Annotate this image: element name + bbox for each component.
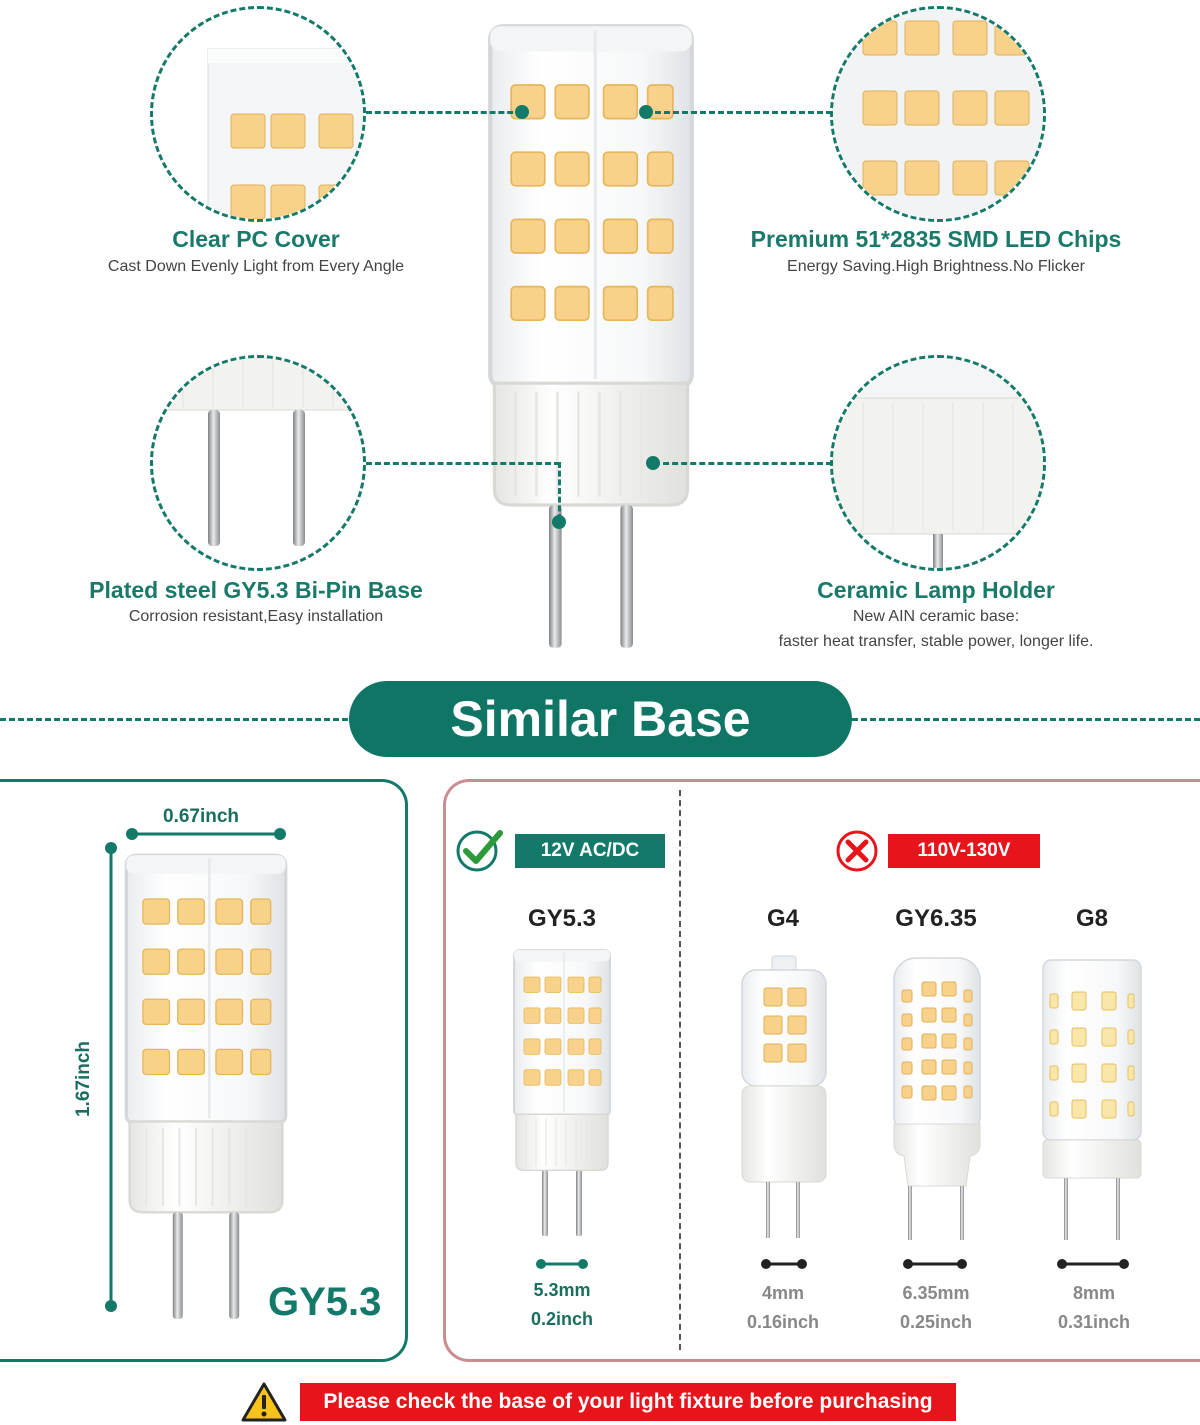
incompatible-size-mm: 8mm: [1072, 1283, 1116, 1303]
connector-line: [654, 462, 832, 465]
connector-line: [558, 462, 561, 520]
dimension-base-label: GY5.3: [268, 1280, 382, 1324]
connector-dot: [639, 105, 653, 119]
dimension-bulb-image: [123, 852, 289, 1322]
lamp-holder-title: Ceramic Lamp Holder: [817, 577, 1055, 603]
pin-base-title: Plated steel GY5.3 Bi-Pin Base: [89, 577, 423, 603]
lamp-holder-detail-circle: [830, 355, 1046, 571]
banner-right-line: [852, 718, 1200, 721]
lamp-holder-subtitle-line2: faster heat transfer, stable power, long…: [778, 633, 1094, 650]
connector-dot: [646, 456, 660, 470]
incompatible-base-name: GY6.35: [895, 905, 977, 932]
cross-icon: [836, 830, 878, 872]
g8-pin-spacing: [1057, 1259, 1129, 1269]
incompatible-size-inch: 0.25inch: [899, 1312, 973, 1332]
panel-divider: [679, 790, 681, 1350]
height-dimension-line: [105, 842, 117, 1312]
incompatible-size-mm: 4mm: [761, 1283, 805, 1303]
gy53-bulb-image: [512, 948, 612, 1238]
gy635-pin-spacing: [903, 1259, 967, 1269]
compatibility-panel: [443, 779, 1200, 1362]
lamp-holder-subtitle-line1: New AIN ceramic base:: [852, 608, 1020, 625]
pin-base-detail-circle: [150, 355, 366, 571]
compatible-pin-spacing: [536, 1259, 588, 1269]
incompatible-base-name: G8: [1075, 905, 1108, 932]
g8-bulb-image: [1042, 959, 1142, 1240]
led-chips-subtitle: Energy Saving.High Brightness.No Flicker: [787, 258, 1085, 275]
similar-base-banner: Similar Base: [349, 681, 852, 757]
clear-cover-subtitle: Cast Down Evenly Light from Every Angle: [107, 258, 405, 275]
check-icon: [456, 830, 503, 872]
incompatible-size-inch: 0.16inch: [746, 1312, 820, 1332]
banner-left-line: [0, 718, 348, 721]
led-chips-detail-circle: [830, 6, 1046, 222]
connector-dot: [515, 105, 529, 119]
gy635-bulb-image: [893, 957, 981, 1240]
connector-line: [646, 111, 832, 114]
compatible-voltage-tag: 12V AC/DC: [515, 834, 665, 868]
connector-line: [366, 111, 522, 114]
warning-icon: [241, 1382, 287, 1422]
compatible-size-inch: 0.2inch: [530, 1309, 594, 1329]
clear-cover-detail-circle: [150, 6, 366, 222]
incompatible-voltage-tag: 110V-130V: [888, 834, 1040, 868]
dimensions-panel: [0, 779, 408, 1362]
height-label: 1.67inch: [73, 1040, 95, 1118]
g4-pin-spacing: [761, 1259, 807, 1269]
incompatible-size-mm: 6.35mm: [902, 1283, 970, 1303]
compatible-size-mm: 5.3mm: [533, 1280, 591, 1300]
clear-cover-title: Clear PC Cover: [172, 226, 340, 252]
pin-base-subtitle: Corrosion resistant,Easy installation: [128, 608, 384, 625]
incompatible-size-inch: 0.31inch: [1057, 1312, 1131, 1332]
width-dimension-line: [126, 828, 286, 840]
led-chips-title: Premium 51*2835 SMD LED Chips: [750, 226, 1122, 252]
g4-bulb-image: [741, 955, 827, 1238]
connector-dot: [552, 515, 566, 529]
compatible-base-name: GY5.3: [527, 905, 597, 932]
width-label: 0.67inch: [163, 806, 240, 827]
incompatible-base-name: G4: [766, 905, 799, 932]
connector-line: [366, 462, 560, 465]
warning-banner: Please check the base of your light fixt…: [300, 1383, 956, 1421]
